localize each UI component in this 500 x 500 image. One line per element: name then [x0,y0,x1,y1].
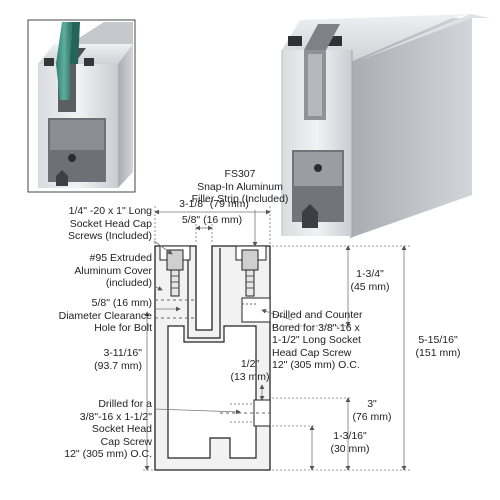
label-three-inch: 3" (76 mm) [352,398,392,423]
label-cap-screws: 1/4" -20 x 1" Long Socket Head Cap Screw… [67,205,152,242]
dimension-lines [143,206,410,471]
label-clearance-hole: 5/8" (16 mm) Diameter Clearance Hole for… [58,297,152,334]
inset-photo [27,19,136,193]
label-bottom-height: 1-3/16" (30 mm) [330,430,370,455]
right-cap-screw [241,249,259,297]
label-slot-width: 5/8" (16 mm) [181,214,243,226]
label-bolt-height: 3-11/16" (93.7 mm) [94,347,142,372]
label-extruded-cover: #95 Extruded Aluminum Cover (included) [74,252,152,289]
label-total-width: 3-1/8" (79 mm) [179,198,249,210]
product-photo [281,14,490,238]
label-counter-bore: Drilled and Counter Bored for 3/8"-16 x … [272,309,363,371]
label-total-height: 5-15/16" (151 mm) [415,334,461,359]
cross-section [154,245,271,471]
label-lower-drill: Drilled for a 3/8"-16 x 1-1/2" Socket He… [64,398,152,460]
label-upper-height: 1-3/4" (45 mm) [350,268,390,293]
label-half-inch: 1/2" (13 mm) [230,358,270,383]
label-fs307-filler-strip: FS307 Snap-In Aluminum Filler Strip (Inc… [191,168,289,205]
left-cap-screw [166,249,184,297]
